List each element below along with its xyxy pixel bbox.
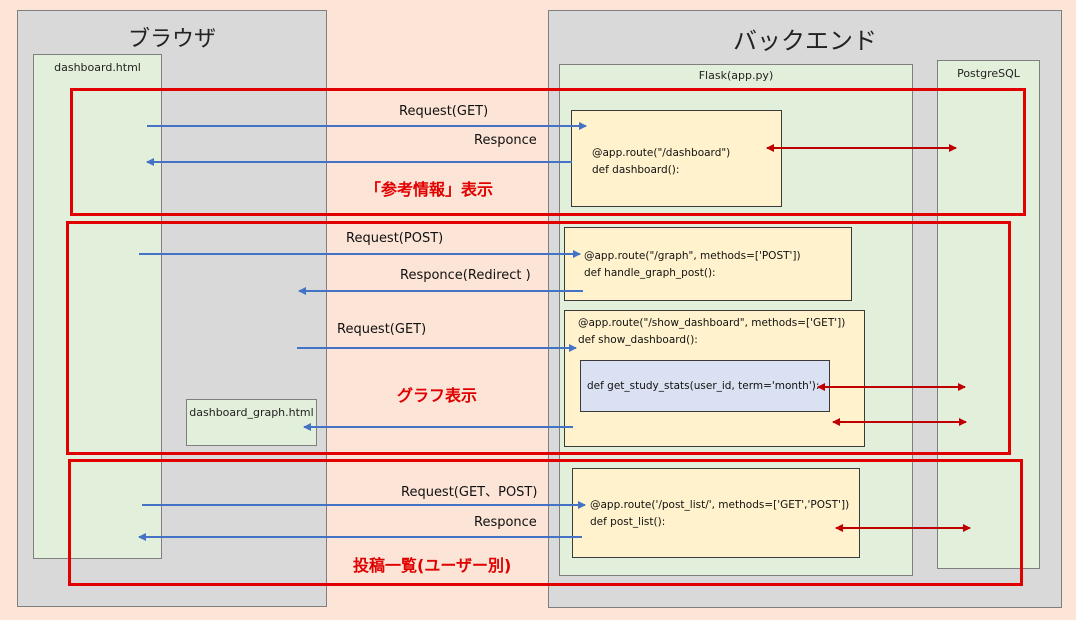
browser-title: ブラウザ [127, 27, 216, 52]
show-dashboard-route-code: @app.route("/show_dashboard", methods=['… [578, 317, 846, 329]
dashboard-html-label: dashboard.html [54, 61, 141, 74]
request-get-label-2: Request(GET) [337, 322, 427, 337]
dashboard-graph-html-box: dashboard_graph.html [186, 399, 317, 446]
request-get-post-label: Request(GET、POST) [401, 485, 538, 500]
graph-display-label: グラフ表示 [397, 386, 478, 405]
graph-route-box: @app.route("/graph", methods=['POST']) d… [564, 227, 852, 301]
dashboard-route-box: @app.route("/dashboard") def dashboard()… [571, 110, 782, 207]
dashboard-def-code: def dashboard(): [592, 164, 680, 176]
post-list-label: 投稿一覧(ユーザー別) [353, 556, 512, 575]
backend-title: バックエンド [733, 27, 877, 55]
postgres-label: PostgreSQL [957, 67, 1020, 80]
show-dashboard-def-code: def show_dashboard(): [578, 334, 698, 346]
response-label-3: Responce [474, 515, 537, 530]
response-redirect-label: Responce(Redirect ) [400, 268, 531, 283]
section-post-list [68, 459, 1023, 586]
dashboard-route-code: @app.route("/dashboard") [592, 147, 731, 159]
section-graph-display [66, 221, 1011, 455]
section-reference-info [70, 88, 1026, 216]
dashboard-html-box: dashboard.html [33, 54, 162, 559]
post-list-route-box: @app.route('/post_list/', methods=['GET'… [572, 468, 860, 558]
post-list-def-code: def post_list(): [590, 516, 666, 528]
request-post-label: Request(POST) [346, 231, 444, 246]
request-get-label-1: Request(GET) [399, 104, 489, 119]
graph-route-code: @app.route("/graph", methods=['POST']) [584, 250, 801, 262]
response-label-1: Responce [474, 133, 537, 148]
flask-label: Flask(app.py) [698, 69, 774, 82]
study-stats-box: def get_study_stats(user_id, term='month… [580, 360, 830, 412]
graph-def-code: def handle_graph_post(): [584, 267, 716, 279]
study-stats-code: def get_study_stats(user_id, term='month… [587, 380, 820, 392]
reference-info-label: 「参考情報」表示 [365, 180, 494, 199]
post-list-route-code: @app.route('/post_list/', methods=['GET'… [590, 499, 850, 511]
dashboard-graph-html-label: dashboard_graph.html [189, 406, 314, 419]
